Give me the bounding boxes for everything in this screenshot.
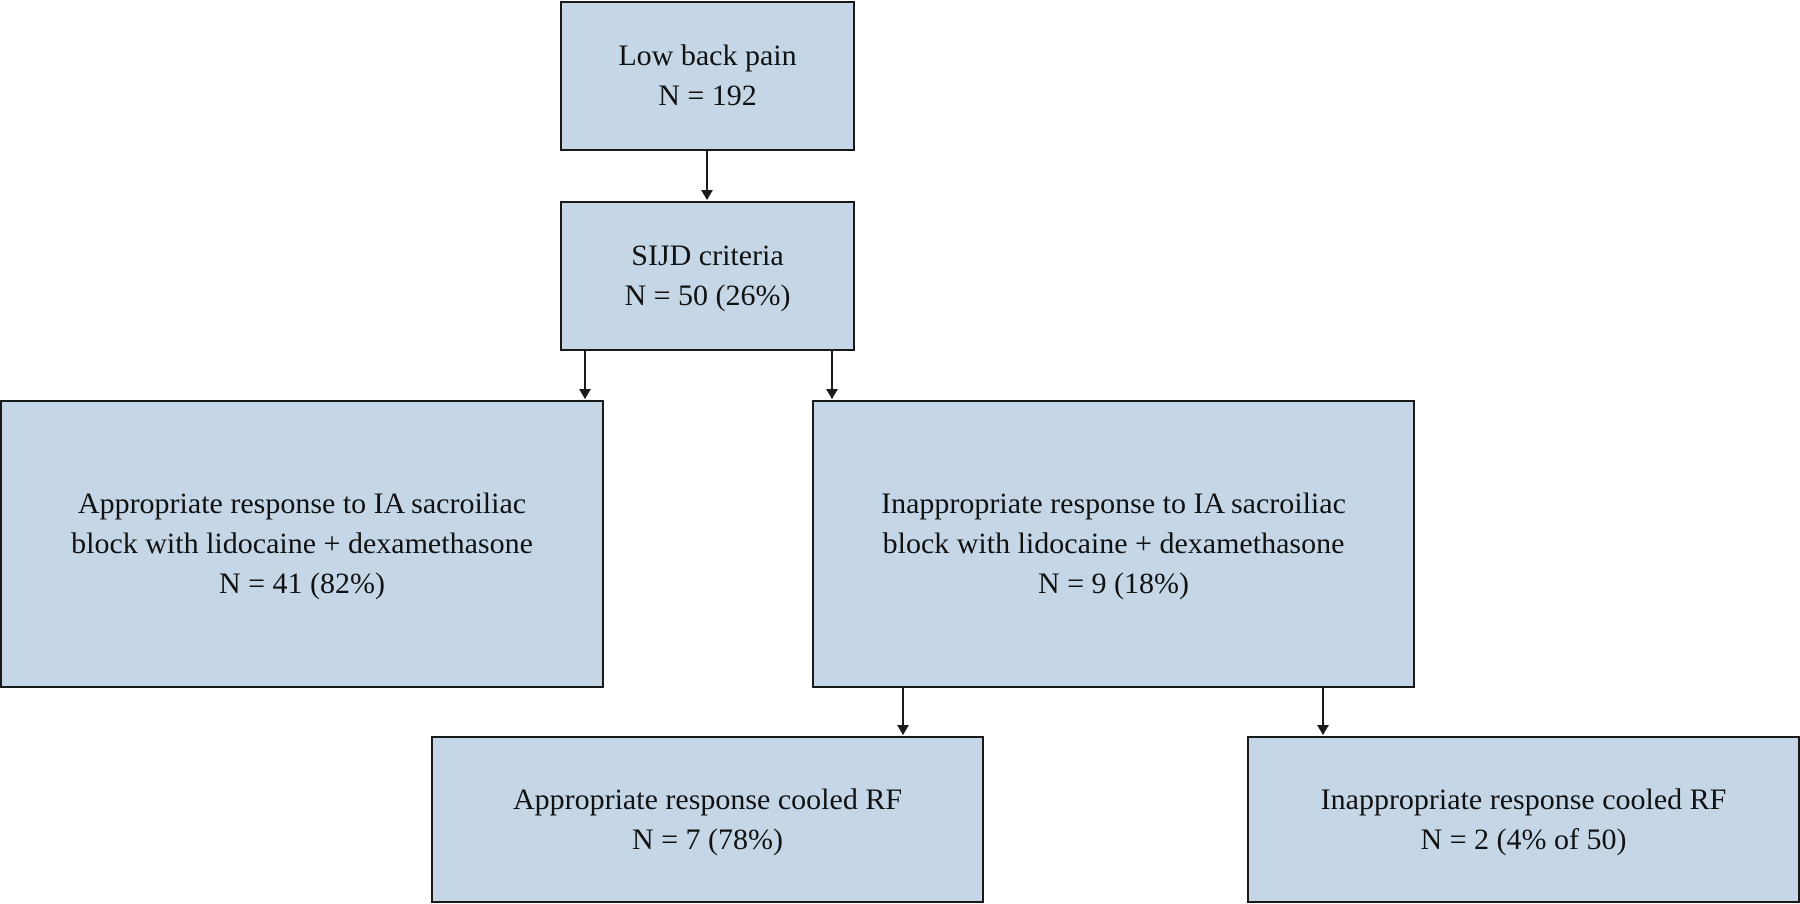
node-count: N = 7 (78%) <box>631 822 784 856</box>
node-inappropriate-cooled-rf: Inappropriate response cooled RF N = 2 (… <box>1247 736 1800 903</box>
node-title: Appropriate response cooled RF <box>512 782 903 816</box>
node-count: N = 2 (4% of 50) <box>1420 822 1627 856</box>
node-low-back-pain: Low back pain N = 192 <box>560 1 855 151</box>
node-title-line-2: block with lidocaine + dexamethasone <box>71 527 533 560</box>
node-appropriate-block-response: Appropriate response to IA sacroiliac bl… <box>0 400 604 688</box>
node-title-line-1: Appropriate response to IA sacroiliac <box>77 487 527 520</box>
node-appropriate-cooled-rf: Appropriate response cooled RF N = 7 (78… <box>431 736 984 903</box>
node-count: N = 50 (26%) <box>624 279 791 312</box>
node-title: SIJD criteria <box>631 239 784 272</box>
node-count: N = 9 (18%) <box>1037 567 1190 600</box>
node-title-line-2: block with lidocaine + dexamethasone <box>882 527 1345 560</box>
node-sijd-criteria: SIJD criteria N = 50 (26%) <box>560 201 855 351</box>
node-count: N = 41 (82%) <box>218 567 386 600</box>
node-title: Low back pain <box>618 39 797 72</box>
node-title-line-1: Inappropriate response to IA sacroiliac <box>881 487 1346 520</box>
node-inappropriate-block-response: Inappropriate response to IA sacroiliac … <box>812 400 1415 688</box>
node-title: Inappropriate response cooled RF <box>1320 782 1727 816</box>
node-count: N = 192 <box>658 79 757 112</box>
